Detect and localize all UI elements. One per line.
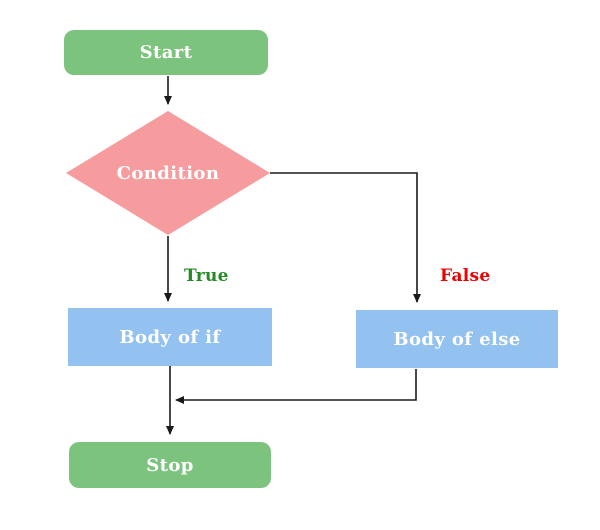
node-body-if-label: Body of if — [119, 326, 221, 348]
node-condition-label: Condition — [116, 162, 220, 184]
node-body-else-label: Body of else — [393, 328, 521, 350]
edge-body-else-to-merge — [175, 369, 417, 404]
node-start: Start — [64, 30, 268, 75]
edge-condition-false-to-body-else — [270, 172, 421, 303]
node-stop: Stop — [69, 442, 271, 488]
node-body-else: Body of else — [356, 310, 558, 368]
node-body-if: Body of if — [68, 308, 272, 366]
node-stop-label: Stop — [146, 454, 194, 476]
edge-label-false: False — [440, 266, 491, 286]
edge-label-true: True — [184, 266, 229, 286]
node-start-label: Start — [139, 42, 193, 63]
